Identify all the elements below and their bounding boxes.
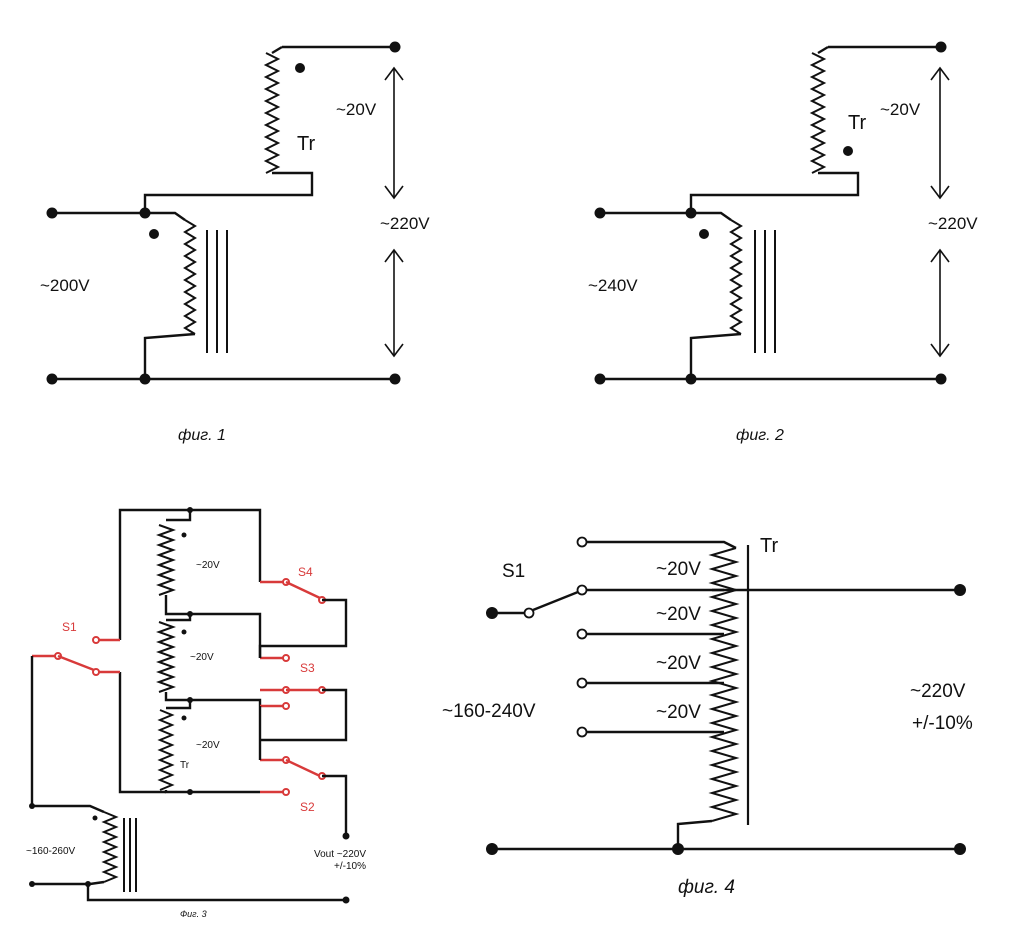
figure-1: Tr ~20V ~200V ~220V фиг. 1 <box>40 41 430 444</box>
figure-4: Tr ~20V ~20V ~20V ~20V S1 ~160-240V ~220… <box>442 535 973 898</box>
fig2-input-voltage: ~240V <box>588 276 638 295</box>
terminal <box>46 207 58 219</box>
fig3-switch-s1: S1 <box>62 620 77 634</box>
fig3-winding-voltage-3: ~20V <box>196 740 220 751</box>
fig4-transformer-label: Tr <box>760 535 778 557</box>
fig2-caption: фиг. 2 <box>736 427 784 444</box>
fig4-input-voltage: ~160-240V <box>442 701 536 722</box>
fig4-output-tolerance: +/-10% <box>912 713 973 734</box>
fig1-transformer-label: Tr <box>297 133 315 155</box>
fig1-booster-voltage: ~20V <box>336 100 377 119</box>
terminal <box>46 373 58 385</box>
fig4-caption: фиг. 4 <box>678 877 735 898</box>
fig3-output-voltage: Vout ~220V <box>314 849 366 860</box>
fig4-tap-voltage-1: ~20V <box>656 559 701 580</box>
fig3-switch-s3: S3 <box>300 661 315 675</box>
fig3-input-voltage: ~160-260V <box>26 846 76 857</box>
fig1-input-voltage: ~200V <box>40 276 90 295</box>
fig1-caption: фиг. 1 <box>178 427 226 444</box>
fig4-output-voltage: ~220V <box>910 681 966 702</box>
fig2-booster-voltage: ~20V <box>880 100 921 119</box>
terminal <box>389 373 401 385</box>
fig3-transformer-label: Tr <box>180 760 190 771</box>
polarity-dot <box>295 63 305 73</box>
fig4-switch-s1: S1 <box>502 561 525 582</box>
fig4-tap-voltage-3: ~20V <box>656 653 701 674</box>
fig2-transformer-label: Tr <box>848 112 866 134</box>
fig3-winding-voltage-1: ~20V <box>196 560 220 571</box>
fig4-tap-voltage-2: ~20V <box>656 604 701 625</box>
fig3-caption: Фиг. 3 <box>180 909 207 919</box>
fig3-output-tolerance: +/-10% <box>334 861 366 872</box>
fig4-tap-voltage-4: ~20V <box>656 702 701 723</box>
fig3-switch-s2: S2 <box>300 800 315 814</box>
terminal <box>389 41 401 53</box>
fig3-switch-s4: S4 <box>298 565 313 579</box>
fig3-winding-voltage-2: ~20V <box>190 652 214 663</box>
fig1-output-voltage: ~220V <box>380 214 430 233</box>
figure-2: Tr ~20V ~240V ~220V фиг. 2 <box>588 41 978 444</box>
fig2-output-voltage: ~220V <box>928 214 978 233</box>
figure-3: ~20V ~20V ~20V Tr S4 S3 <box>26 507 366 919</box>
